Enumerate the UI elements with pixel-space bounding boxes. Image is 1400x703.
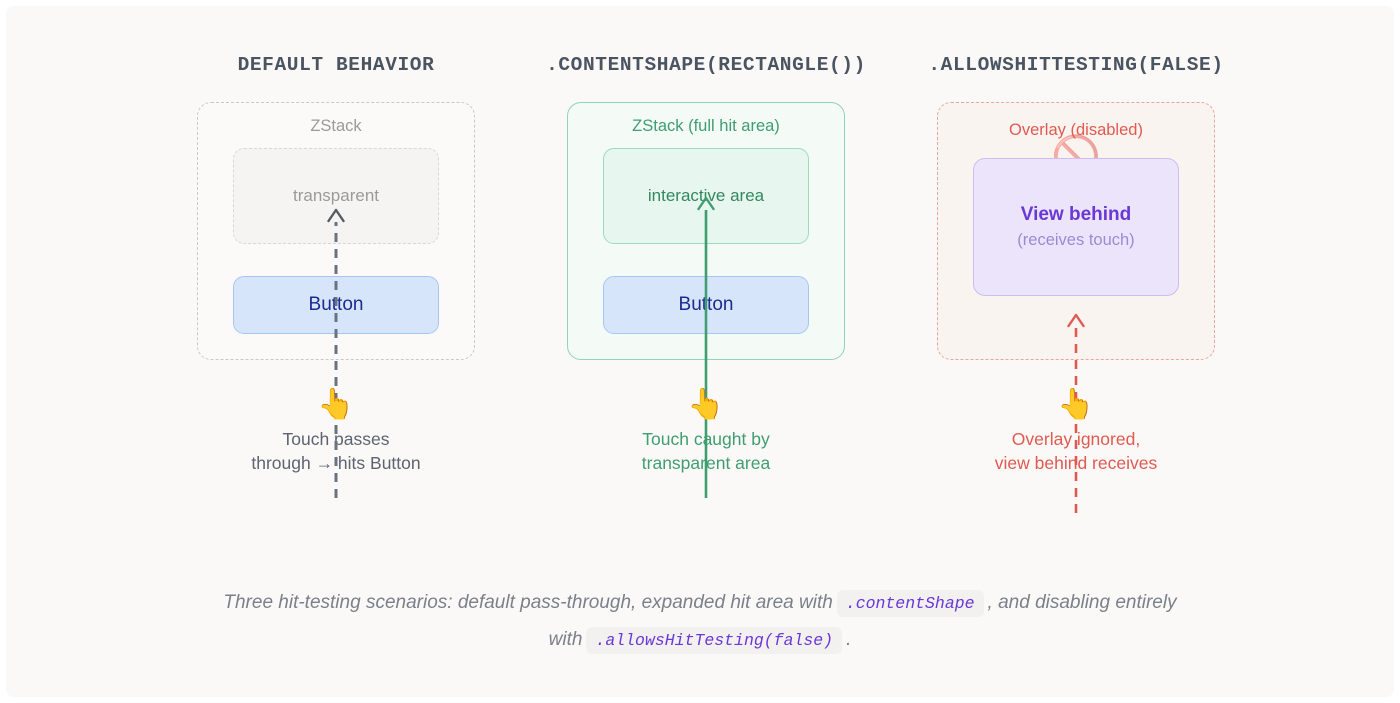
touch-finger-icon-allows-hit-testing: 👆 [1057,388,1095,421]
columns-row: DEFAULT BEHAVIOR ZStack transparent Butt… [6,54,1394,513]
transparent-area-label: transparent [293,186,379,205]
footer-note-part2: , and disabling entirely with [548,592,1177,651]
zstack-default: ZStack transparent Button [197,102,475,498]
footer-note: Three hit-testing scenarios: default pas… [80,584,1320,658]
column-title-content-shape: .CONTENTSHAPE(RECTANGLE()) [546,54,866,76]
interactive-area-label: interactive area [647,186,765,205]
touch-finger-icon-default: 👆 [317,388,355,421]
footer-code-allows-hit-testing: .allowsHitTesting(false) [586,627,843,655]
caption-allows-hit-testing: Overlay ignored, view behind receives [994,429,1158,473]
interactive-area-box[interactable]: interactive area [603,148,809,244]
column-content-shape: .CONTENTSHAPE(RECTANGLE()) ZStack (full … [516,54,896,498]
caption-content-shape: Touch caught by transparent area [641,429,771,473]
button-chip-default[interactable]: Button [233,276,439,334]
touch-finger-icon-content-shape: 👆 [687,388,725,421]
footer-code-content-shape: .contentShape [836,590,984,617]
footer-note-part1: Three hit-testing scenarios: default pas… [223,592,833,613]
zstack-full-hit-area-label: ZStack (full hit area) [632,117,780,135]
button-chip-default-label: Button [308,294,364,315]
overlay-disabled-label: Overlay (disabled) [1009,121,1143,139]
column-title-default-behavior: DEFAULT BEHAVIOR [237,54,435,76]
view-behind-title: View behind [1020,204,1132,225]
zstack-default-label: ZStack [310,117,362,135]
column-allows-hit-testing: .ALLOWSHITTESTING(FALSE) Overlay (disabl… [896,54,1256,513]
footer-note-part3: . [846,629,852,651]
column-default-behavior: DEFAULT BEHAVIOR ZStack transparent Butt… [156,54,516,498]
transparent-area-box: transparent [233,148,439,244]
caption-default-behavior: Touch passes through → hits Button [251,429,421,473]
column-title-allows-hit-testing: .ALLOWSHITTESTING(FALSE) [928,54,1224,76]
view-behind-subtitle: (receives touch) [1017,231,1135,249]
view-behind-box[interactable]: View behind (receives touch) [973,158,1179,296]
zstack-full-hit-area: ZStack (full hit area) interactive area … [567,102,845,498]
overlay-disabled-box: Overlay (disabled) 🚫 View behind (receiv… [937,102,1215,513]
button-chip-content-shape[interactable]: Button [603,276,809,334]
button-chip-content-shape-label: Button [678,294,734,315]
